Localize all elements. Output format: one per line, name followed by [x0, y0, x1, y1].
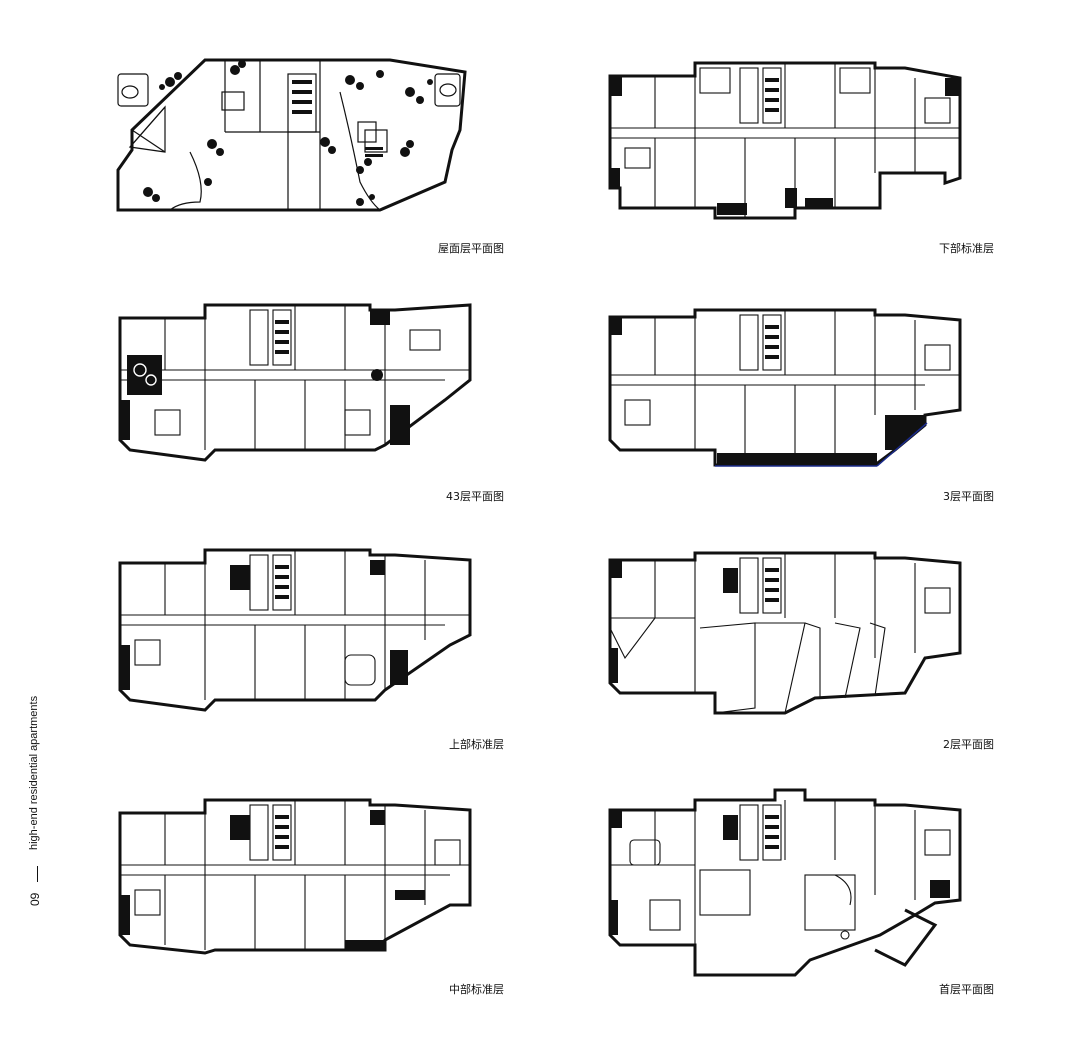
- plan-ground-floor: [605, 785, 965, 980]
- lower-standard-floor-plan-drawing: [608, 61, 962, 220]
- plan-floor-43: [115, 300, 475, 462]
- plan-middle-standard: [115, 795, 475, 955]
- caption-roof: 屋面层平面图: [438, 242, 504, 255]
- document-side-label: high-end residential apartments: [28, 695, 40, 850]
- side-divider: [37, 866, 38, 882]
- upper-standard-floor-plan-drawing: [118, 548, 472, 712]
- plan-upper-standard: [115, 545, 475, 712]
- caption-floor-2: 2层平面图: [943, 738, 994, 751]
- caption-floor-3: 3层平面图: [943, 490, 994, 503]
- floor-43-plan-drawing: [118, 303, 472, 462]
- caption-ground-floor: 首层平面图: [939, 983, 994, 996]
- plan-lower-standard: [605, 58, 967, 220]
- middle-standard-floor-plan-drawing: [118, 798, 472, 955]
- floor-3-plan-drawing: [608, 308, 962, 467]
- plan-floor-3: [605, 305, 965, 470]
- caption-middle-standard: 中部标准层: [449, 983, 504, 996]
- roof-floor-plan-drawing: [116, 58, 467, 212]
- ground-floor-plan-drawing: [608, 788, 962, 977]
- caption-floor-43: 43层平面图: [446, 490, 504, 503]
- caption-lower-standard: 下部标准层: [939, 242, 994, 255]
- plan-floor-2: [605, 548, 965, 718]
- page-number: 09: [28, 892, 42, 906]
- floor-2-plan-drawing: [608, 551, 962, 715]
- plan-roof: [110, 52, 490, 222]
- caption-upper-standard: 上部标准层: [449, 738, 504, 751]
